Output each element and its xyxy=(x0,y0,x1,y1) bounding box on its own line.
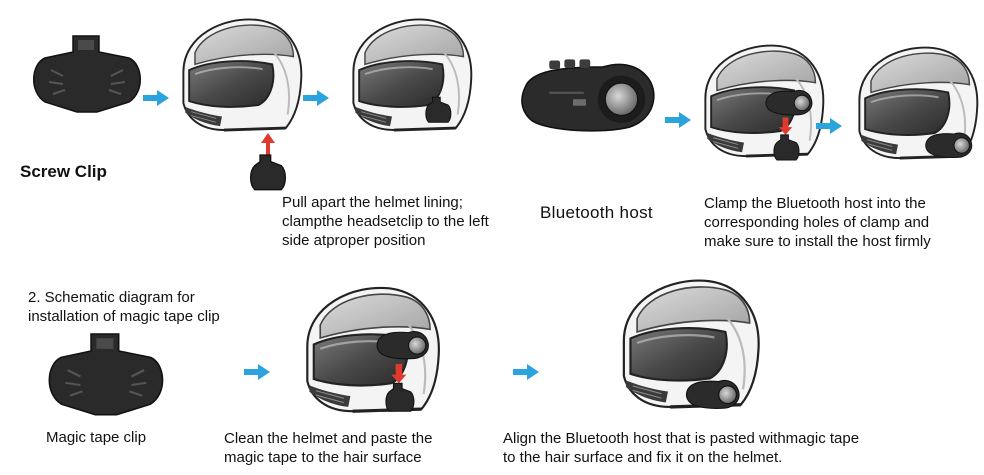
bluetooth-host-image xyxy=(520,58,655,132)
step-pull-lining-text: Pull apart the helmet lining; clampthe h… xyxy=(282,194,489,249)
magic-tape-clip-image xyxy=(48,332,164,416)
step-align-host-text: Align the Bluetooth host that is pasted … xyxy=(503,430,860,466)
screw-clip-label: Screw Clip xyxy=(20,162,107,181)
right-arrow-icon xyxy=(513,364,539,380)
step-clean-paste-text: Clean the helmet and paste the magic tap… xyxy=(224,430,433,466)
helmet-host-mounted-image xyxy=(857,46,979,160)
helmet-with-clip-image xyxy=(351,18,473,132)
helmet-image xyxy=(181,18,303,132)
screw-clip-small-image xyxy=(250,154,287,191)
helmet-magic-tape-image xyxy=(305,286,441,413)
helmet-final-image xyxy=(622,278,761,409)
magic-tape-section-title: 2. Schematic diagram for installation of… xyxy=(28,289,220,325)
step-clamp-host-text: Clamp the Bluetooth host into the corres… xyxy=(704,195,931,250)
right-arrow-icon xyxy=(816,118,842,134)
up-arrow-icon xyxy=(261,133,275,155)
screw-clip-image xyxy=(32,35,142,113)
helmet-attach-host-image xyxy=(703,44,825,161)
right-arrow-icon xyxy=(303,90,329,106)
bluetooth-host-label: Bluetooth host xyxy=(540,203,653,222)
magic-tape-clip-label: Magic tape clip xyxy=(46,429,147,446)
right-arrow-icon xyxy=(244,364,270,380)
